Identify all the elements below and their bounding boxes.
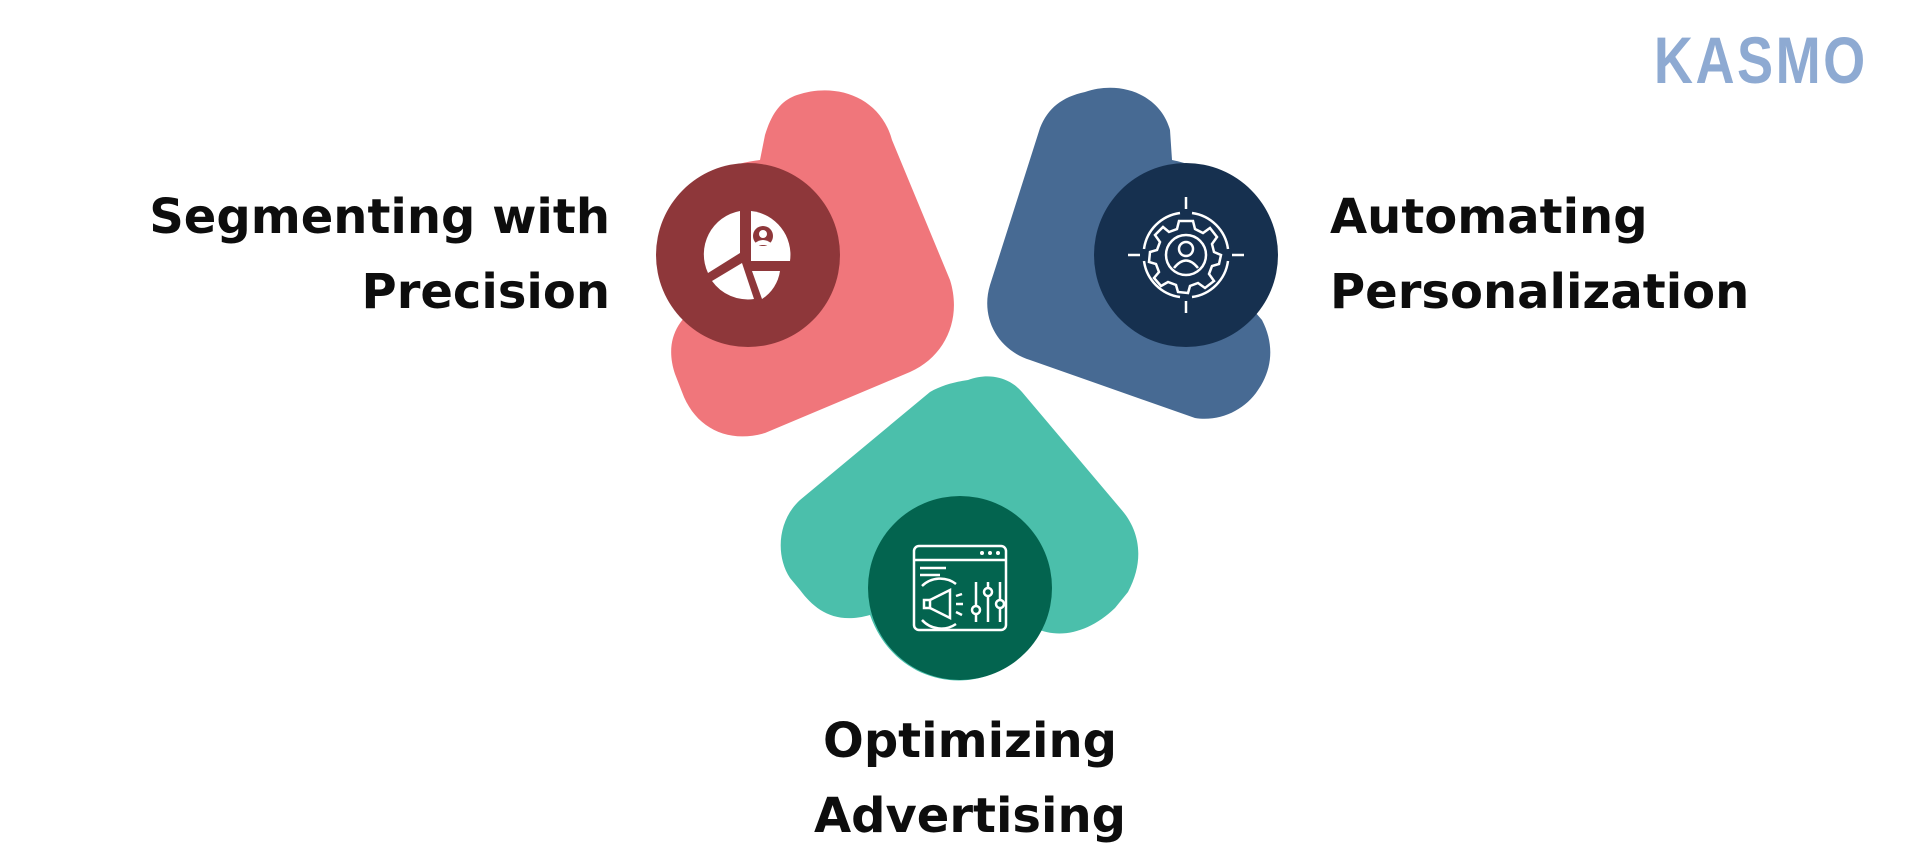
segmenting-circle bbox=[656, 163, 840, 347]
browser-megaphone-sliders-icon bbox=[912, 544, 1008, 632]
label-optimizing: Optimizing Advertising bbox=[814, 713, 1126, 844]
optimizing-circle bbox=[868, 496, 1052, 680]
brand-logo: KASMO bbox=[1654, 23, 1868, 97]
pie-chart-user-icon bbox=[703, 211, 791, 300]
gear-user-icon bbox=[1128, 197, 1244, 313]
label-segmenting: Segmenting with Precision bbox=[149, 189, 610, 320]
label-automating: Automating Personalization bbox=[1330, 189, 1750, 320]
